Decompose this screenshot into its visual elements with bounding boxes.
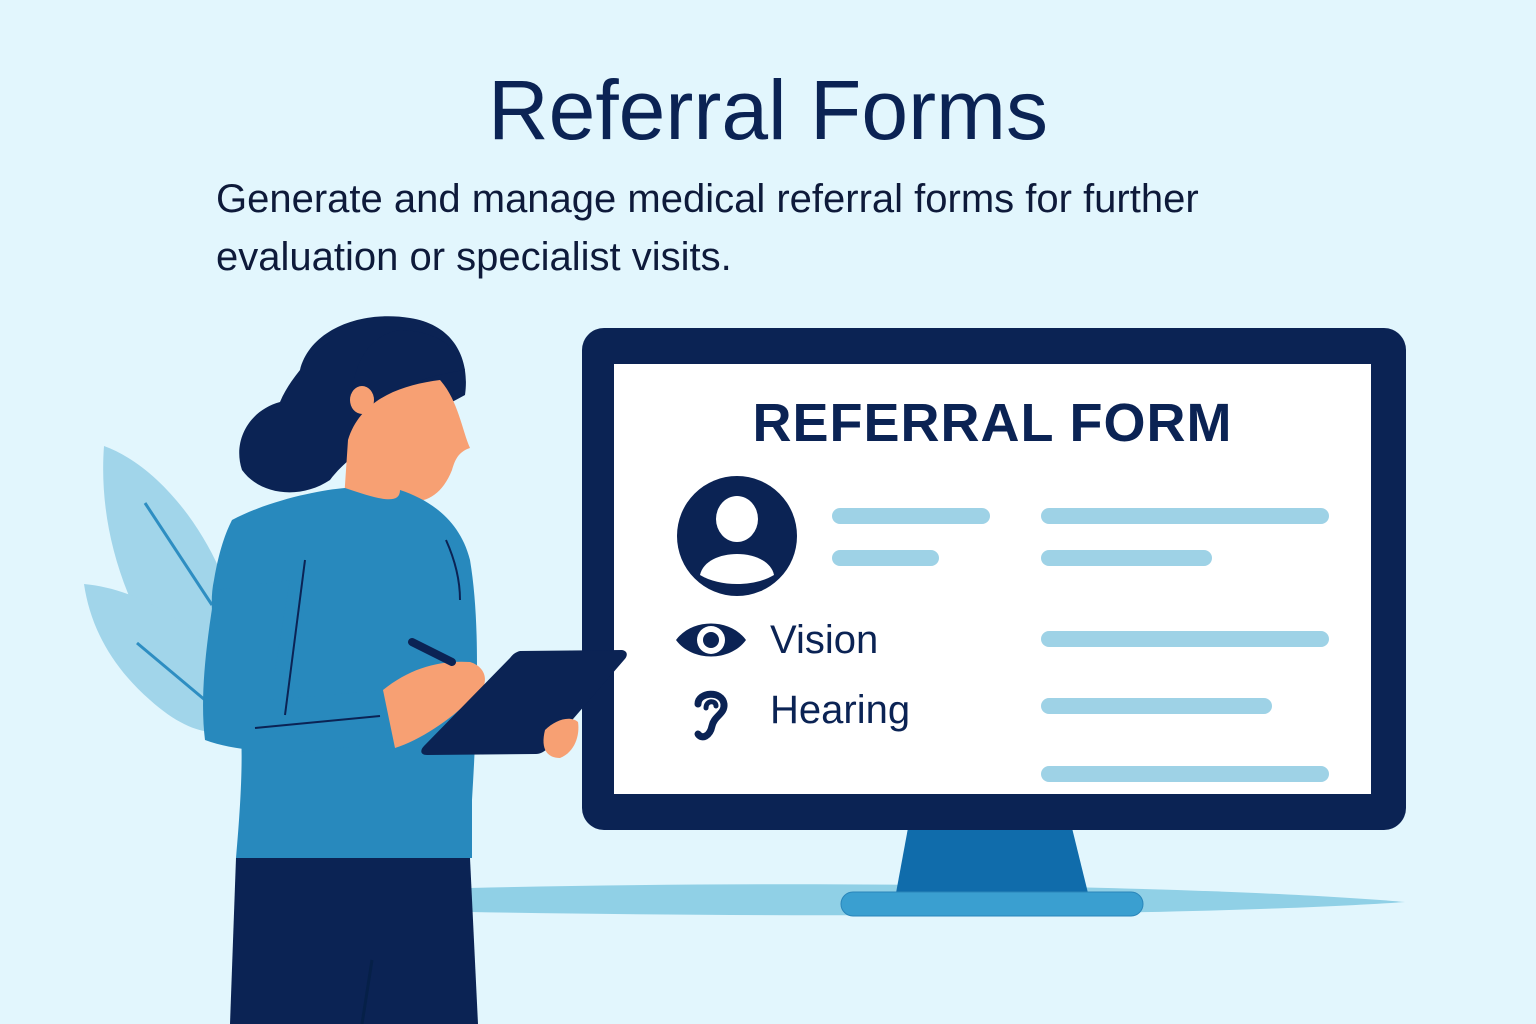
page-subtitle: Generate and manage medical referral for… <box>216 170 1396 286</box>
hearing-label: Hearing <box>770 688 911 732</box>
subtitle-line-1: Generate and manage medical referral for… <box>216 177 1199 221</box>
page-title: Referral Forms <box>487 63 1049 157</box>
placeholder-line <box>1041 508 1329 524</box>
monitor-stand <box>896 828 1088 893</box>
placeholder-line <box>1041 766 1329 782</box>
subtitle-line-2: evaluation or specialist visits. <box>216 235 732 279</box>
monitor-base <box>840 891 1144 917</box>
placeholder-line <box>1041 698 1272 714</box>
placeholder-line <box>832 508 990 524</box>
eye-icon <box>676 623 746 657</box>
placeholder-line <box>1041 550 1212 566</box>
vision-label: Vision <box>770 618 879 662</box>
placeholder-line <box>1041 631 1329 647</box>
user-avatar-icon <box>677 476 797 596</box>
referral-form-title: REFERRAL FORM <box>752 393 1233 453</box>
placeholder-line <box>832 550 939 566</box>
ear-icon <box>694 690 728 741</box>
